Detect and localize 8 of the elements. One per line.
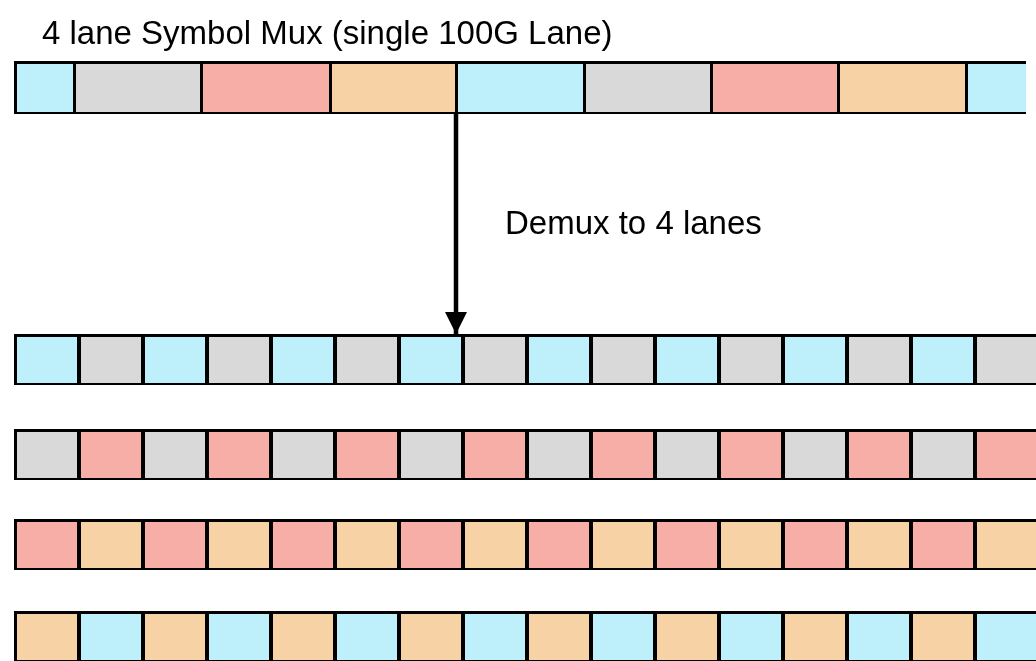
symbol-lane-drawing [14,61,1026,114]
symbol-lane-drawing [14,429,1036,480]
arrow [444,114,468,334]
diagram-title: 4 lane Symbol Mux (single 100G Lane) [42,16,613,49]
symbol-lane-drawing [14,519,1036,570]
edge-label: Demux to 4 lanes [505,206,762,239]
symbol-lane-drawing [14,334,1036,385]
symbol-lane-drawing [14,611,1036,661]
